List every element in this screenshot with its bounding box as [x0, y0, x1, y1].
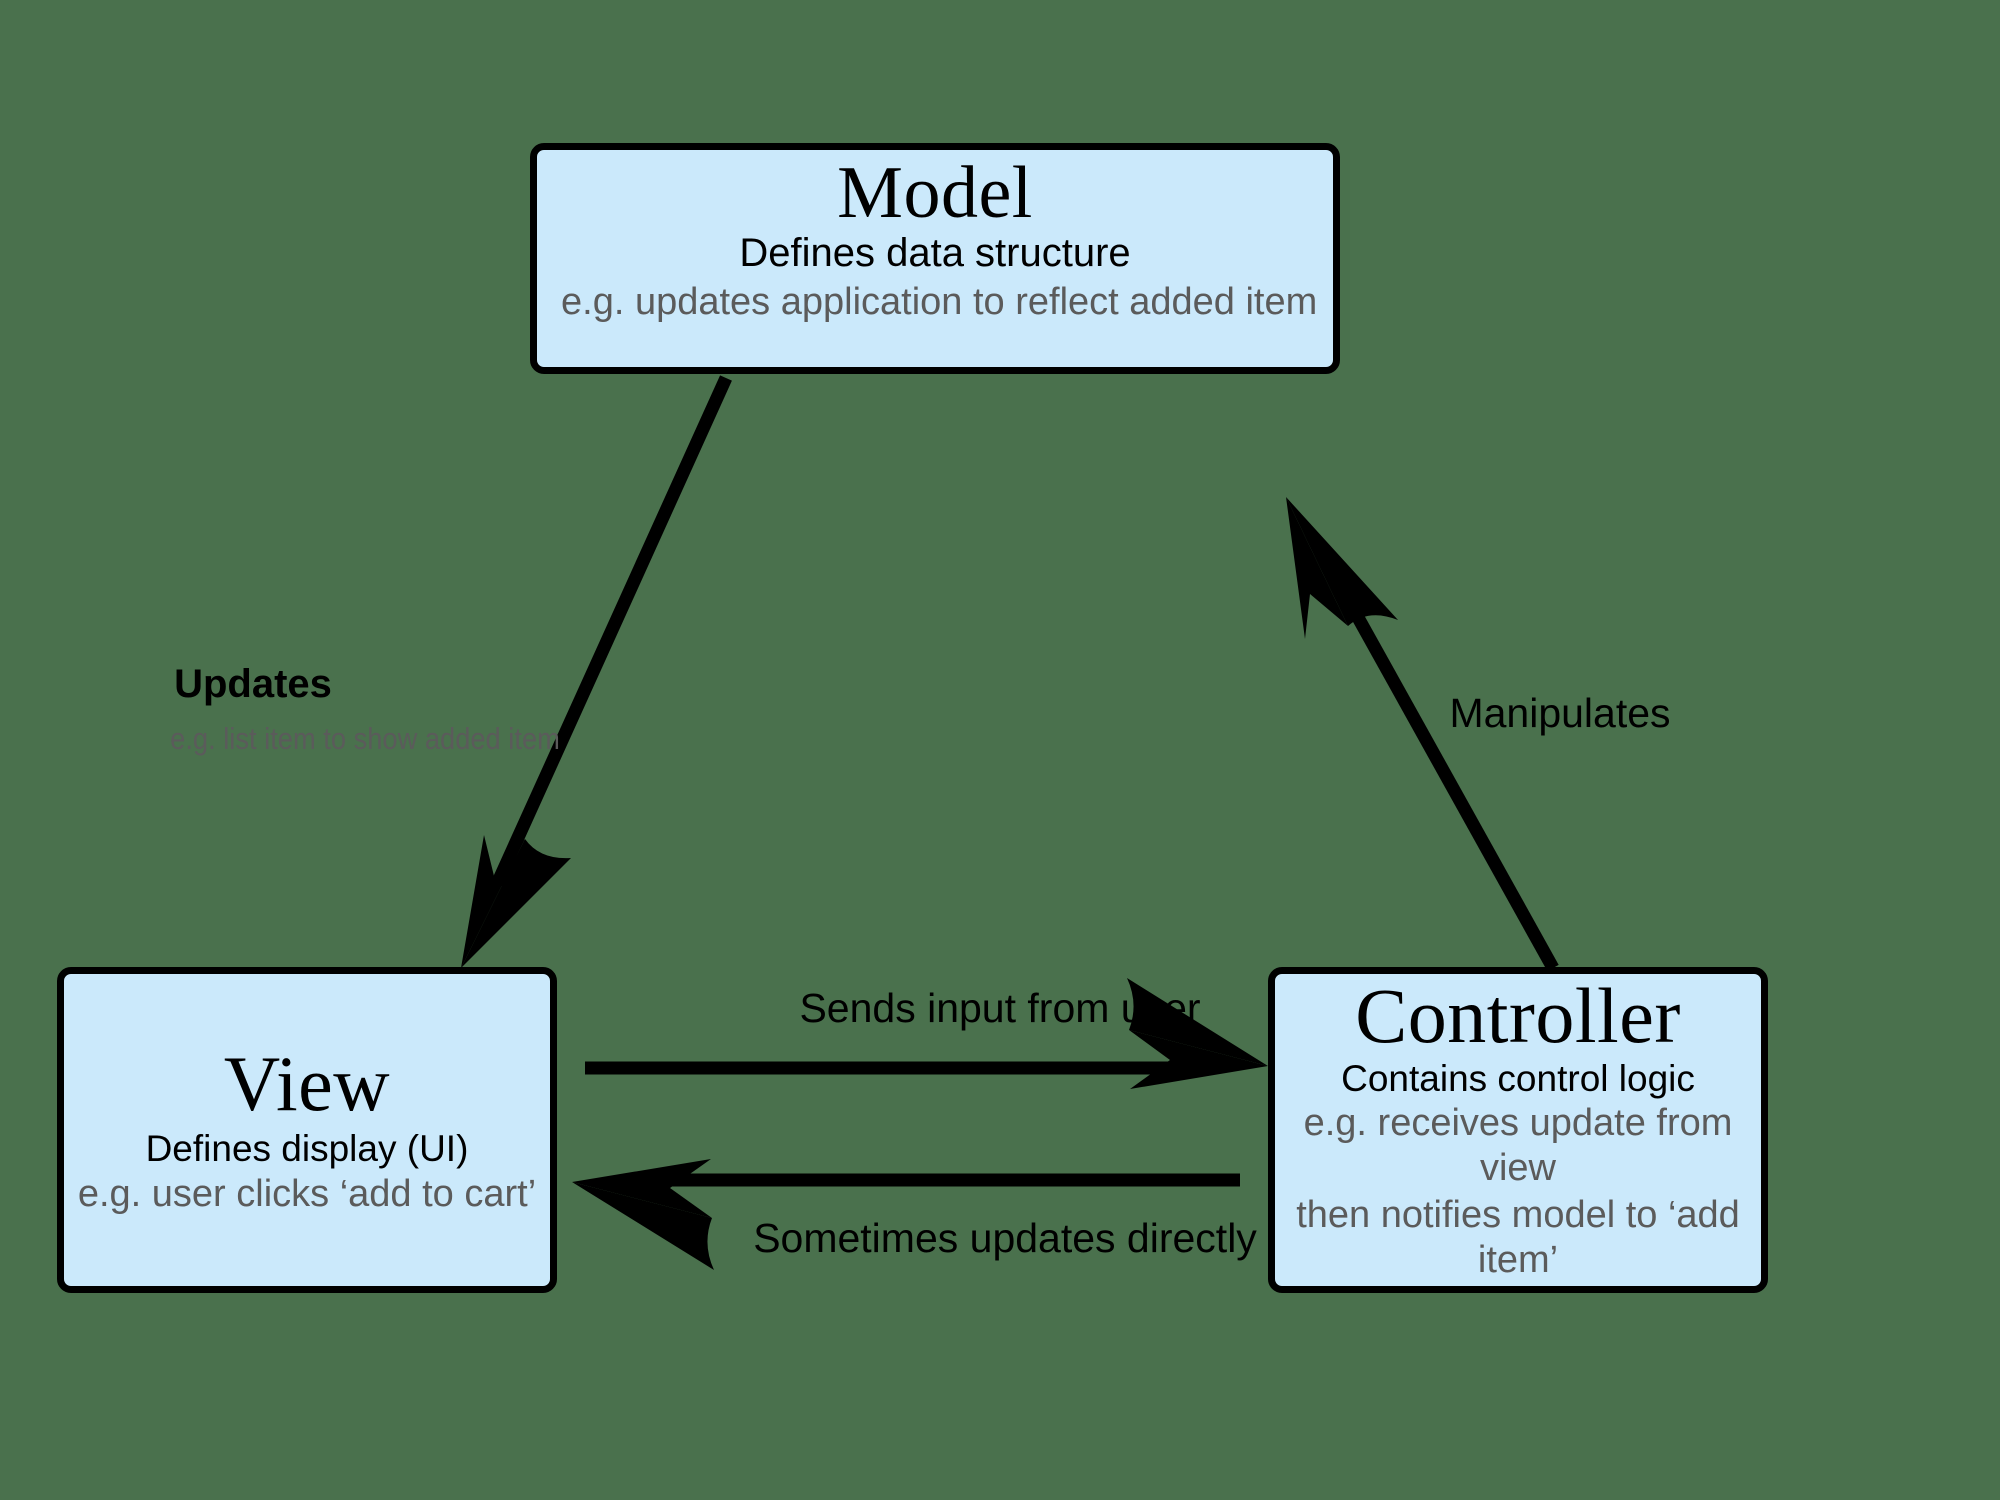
- controller-title: Controller: [1355, 972, 1681, 1060]
- edge-label-updates: Updates: [174, 662, 332, 706]
- edge-label-sometimes-updates-directly: Sometimes updates directly: [753, 1215, 1257, 1261]
- node-controller[interactable]: Controller Contains control logic e.g. r…: [1268, 967, 1768, 1293]
- edge-label-updates-example: e.g. list item to show added item: [170, 721, 560, 756]
- node-model[interactable]: Model Defines data structure e.g. update…: [530, 143, 1340, 374]
- model-subtitle: Defines data structure: [739, 231, 1131, 275]
- node-view[interactable]: View Defines display (UI) e.g. user clic…: [57, 967, 557, 1293]
- model-example-line2: added item: [1129, 281, 1318, 324]
- view-subtitle: Defines display (UI): [145, 1127, 469, 1169]
- edge-label-manipulates: Manipulates: [1449, 690, 1671, 736]
- view-example: e.g. user clicks ‘add to cart’: [77, 1172, 537, 1215]
- model-example-line1: e.g. updates application to reflect: [561, 281, 1119, 324]
- controller-example-line1: e.g. receives update from view: [1303, 1102, 1733, 1190]
- view-title: View: [223, 1039, 391, 1127]
- model-title: Model: [837, 152, 1033, 234]
- arrow-model-to-view: [461, 375, 732, 968]
- controller-subtitle: Contains control logic: [1341, 1058, 1695, 1100]
- controller-example-line2: then notifies model to ‘add item’: [1296, 1193, 1740, 1281]
- edge-label-sends-input-from-user: Sends input from user: [799, 985, 1201, 1031]
- model-example: e.g. updates application to reflect adde…: [547, 281, 1323, 324]
